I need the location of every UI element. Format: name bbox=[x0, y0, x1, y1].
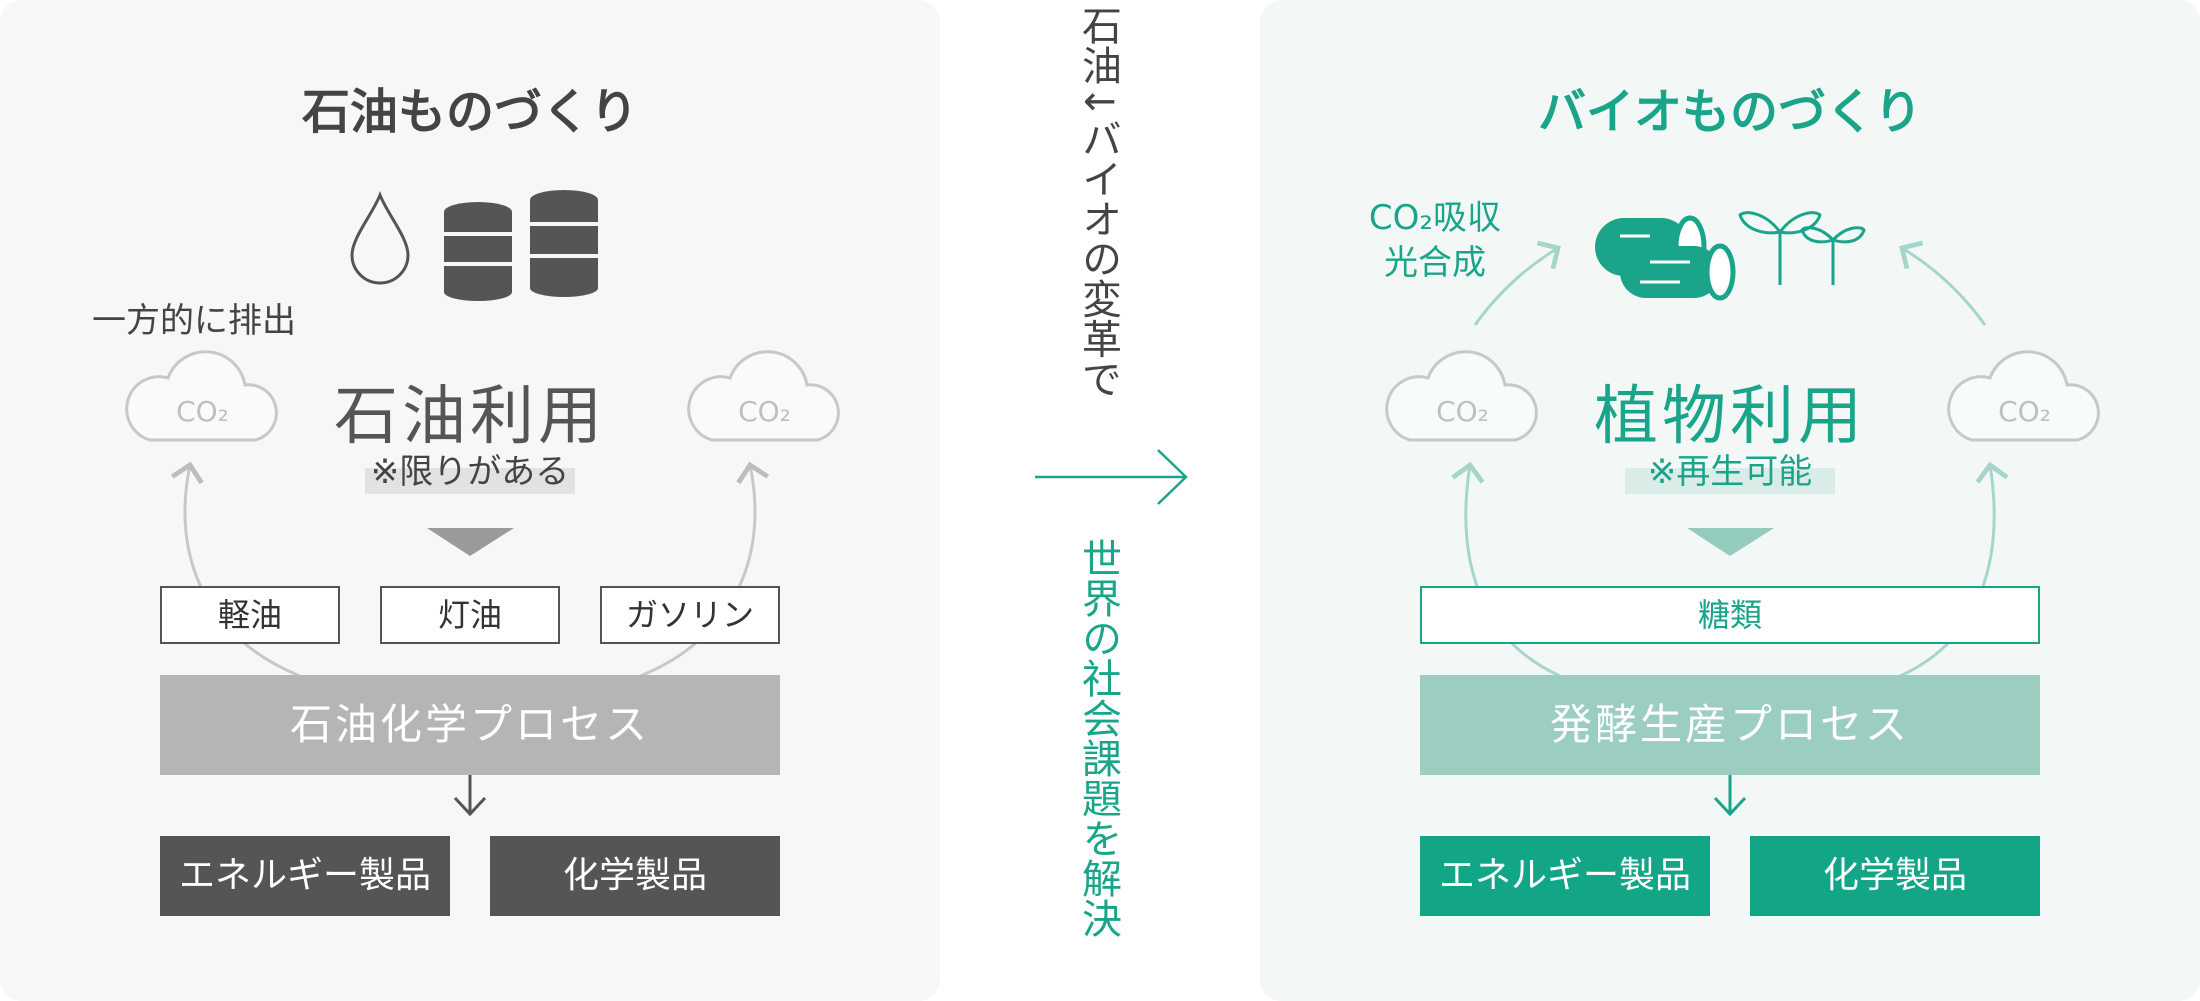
co2-label: CO₂ bbox=[1436, 395, 1489, 428]
co2-cloud-icon bbox=[687, 350, 840, 442]
oil-drop-icon bbox=[350, 190, 410, 285]
down-arrow-icon bbox=[453, 775, 487, 817]
down-arrow-icon bbox=[1713, 775, 1747, 817]
photosynthesis-label: 光合成 bbox=[1384, 243, 1486, 283]
chemical-products-box: 化学製品 bbox=[490, 836, 780, 916]
cycle-curve-upper-left bbox=[1473, 240, 1561, 326]
cycle-curve-lower-right bbox=[1899, 461, 2009, 678]
oil-barrel-icon bbox=[530, 190, 598, 297]
petrochemical-process: 石油化学プロセス bbox=[160, 675, 780, 775]
bio-panel bbox=[1260, 0, 2200, 1001]
solve-issues-vertical-text: 世界の社会課題を解決 bbox=[1075, 538, 1121, 938]
sugar-box: 糖類 bbox=[1420, 586, 2040, 644]
one-way-emission-label: 一方的に排出 bbox=[92, 301, 296, 341]
emission-curve-right bbox=[639, 461, 770, 678]
co2-cloud-icon bbox=[125, 350, 278, 442]
bio-title: バイオものづくり bbox=[1537, 84, 1922, 140]
sprout-icon bbox=[1738, 211, 1866, 285]
wood-log-icon bbox=[1595, 215, 1736, 301]
co2-cloud-icon bbox=[1947, 350, 2100, 442]
plant-use-label: 植物利用 bbox=[1594, 380, 1866, 454]
co2-label: CO₂ bbox=[176, 395, 229, 428]
oil-barrel-icon bbox=[444, 202, 512, 301]
fuel-box-diesel: 軽油 bbox=[160, 586, 340, 644]
down-triangle bbox=[427, 528, 514, 556]
petroleum-use-label: 石油利用 bbox=[334, 380, 606, 454]
co2-absorption-label: CO₂吸収 bbox=[1368, 198, 1502, 238]
emission-curve-left bbox=[170, 461, 301, 678]
fuel-box-kerosene: 灯油 bbox=[380, 586, 560, 644]
co2-label: CO₂ bbox=[738, 395, 791, 428]
transition-arrow bbox=[1035, 449, 1188, 505]
co2-label: CO₂ bbox=[1998, 395, 2051, 428]
transition-vertical-text: 石油↓バイオの変革で bbox=[1075, 5, 1121, 399]
petroleum-title: 石油ものづくり bbox=[301, 84, 638, 140]
petroleum-panel bbox=[0, 0, 940, 1001]
energy-products-box: エネルギー製品 bbox=[1420, 836, 1710, 916]
fuel-box-gasoline: ガソリン bbox=[600, 586, 780, 644]
co2-cloud-icon bbox=[1385, 350, 1538, 442]
limited-note: ※限りがある bbox=[365, 450, 575, 494]
renewable-note: ※再生可能 bbox=[1625, 450, 1835, 494]
down-triangle bbox=[1687, 528, 1774, 556]
fermentation-process: 発酵生産プロセス bbox=[1420, 675, 2040, 775]
chemical-products-box: 化学製品 bbox=[1750, 836, 2040, 916]
energy-products-box: エネルギー製品 bbox=[160, 836, 450, 916]
cycle-curve-upper-right bbox=[1899, 240, 1987, 326]
cycle-curve-lower-left bbox=[1451, 461, 1561, 678]
